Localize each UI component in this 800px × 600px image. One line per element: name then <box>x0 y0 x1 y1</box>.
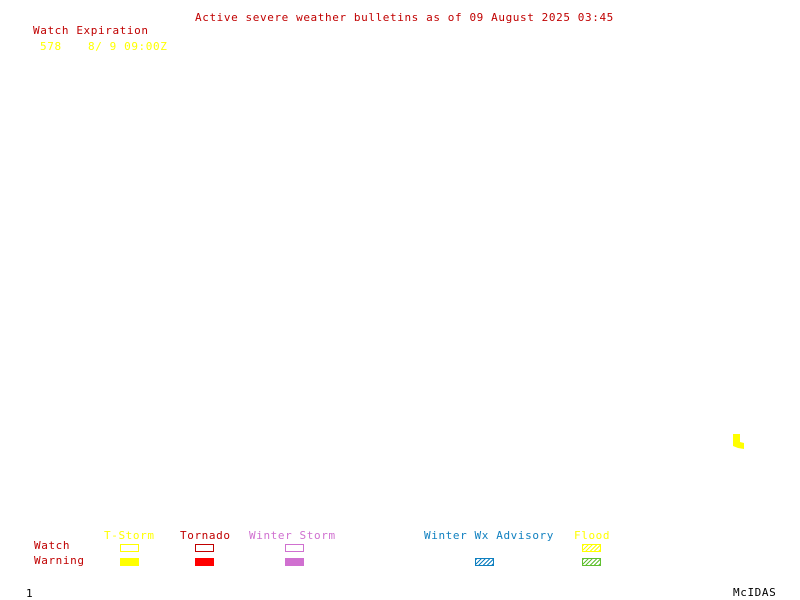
legend-header-tornado: Tornado <box>180 529 231 542</box>
tstorm-watch-swatch <box>120 544 139 552</box>
watch-number: 578 <box>40 40 62 53</box>
legend-header-tstorm: T-Storm <box>104 529 155 542</box>
legend-header-winter-wx-advisory: Winter Wx Advisory <box>424 529 555 542</box>
software-label: McIDAS <box>733 586 777 599</box>
legend-row-warning: Warning <box>34 554 85 567</box>
legend-header-winter-storm: Winter Storm <box>249 529 336 542</box>
tornado-watch-swatch <box>195 544 214 552</box>
tornado-warning-swatch <box>195 558 214 566</box>
bulletin-title: Active severe weather bulletins as of 09… <box>195 11 614 24</box>
legend-row-watch: Watch <box>34 539 71 552</box>
winter-storm-watch-swatch <box>285 544 304 552</box>
flood-warning-swatch <box>582 558 601 566</box>
flood-watch-swatch <box>582 544 601 552</box>
watch-entry: 578 8/ 9 09:00Z <box>40 41 167 53</box>
winter-wx-advisory-swatch <box>475 558 494 566</box>
watch-expiration-header: Watch Expiration <box>33 24 149 37</box>
watch-expiration-time: 8/ 9 09:00Z <box>88 40 168 53</box>
tstorm-warning-swatch <box>120 558 139 566</box>
active-watch-area <box>733 434 744 449</box>
winter-storm-warning-swatch <box>285 558 304 566</box>
frame-number: 1 <box>26 587 34 600</box>
legend-header-flood: Flood <box>574 529 611 542</box>
